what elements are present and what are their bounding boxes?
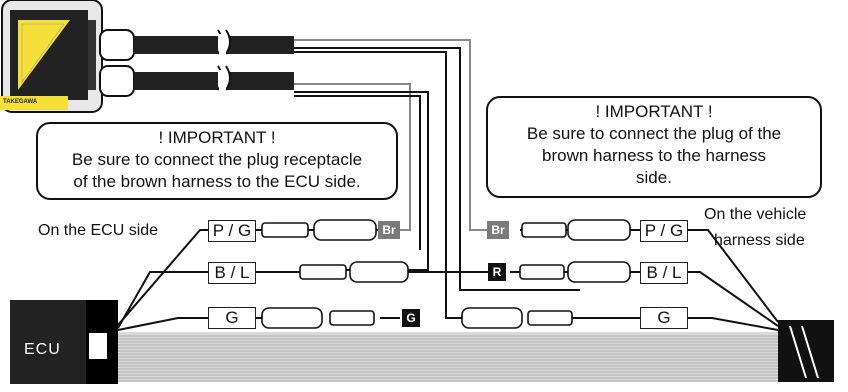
device-unit <box>0 0 103 113</box>
wire-box-right-g: G <box>640 307 688 329</box>
callout-left-title: ! IMPORTANT ! <box>158 128 276 147</box>
callout-left-line1: Be sure to connect the plug receptacle <box>71 150 363 169</box>
tag-br-left: Br <box>378 221 400 239</box>
tag-g: G <box>402 309 420 327</box>
tag-br-right: Br <box>487 221 509 239</box>
tag-r: R <box>488 263 506 281</box>
important-callout-left: ! IMPORTANT ! Be sure to connect the plu… <box>36 122 398 200</box>
important-callout-right: ! IMPORTANT ! Be sure to connect the plu… <box>486 96 822 198</box>
wire-box-right-bl: B / L <box>640 262 688 284</box>
wire-box-right-pg: P / G <box>640 220 688 242</box>
ecu-block <box>10 300 118 384</box>
ecu-side-label: On the ECU side <box>38 222 159 239</box>
callout-right-line2: brown harness to the harness <box>542 146 766 165</box>
ecu-label: ECU <box>24 341 61 358</box>
connectors <box>261 219 631 329</box>
callout-right-line1: Be sure to connect the plug of the <box>526 124 782 143</box>
brand-logo-text: TAKEGAWA <box>3 99 38 105</box>
vehicle-side-label-2: harness side <box>714 232 805 249</box>
wire-box-left-pg: P / G <box>208 220 256 242</box>
ecu-wires <box>117 229 208 331</box>
callout-right-title: ! IMPORTANT ! <box>595 102 713 121</box>
callout-left-line2: of the brown harness to the ECU side. <box>73 172 361 191</box>
callout-right-line3: side. <box>636 168 672 187</box>
cable-bundles <box>99 29 294 97</box>
vehicle-side-label-1: On the vehicle <box>704 206 807 223</box>
grey-wires <box>294 39 500 231</box>
harness-ribbon <box>118 332 778 382</box>
vehicle-wires <box>688 229 779 331</box>
wire-box-left-bl: B / L <box>208 262 256 284</box>
vehicle-connector <box>778 320 834 382</box>
wire-box-left-g: G <box>208 307 256 329</box>
